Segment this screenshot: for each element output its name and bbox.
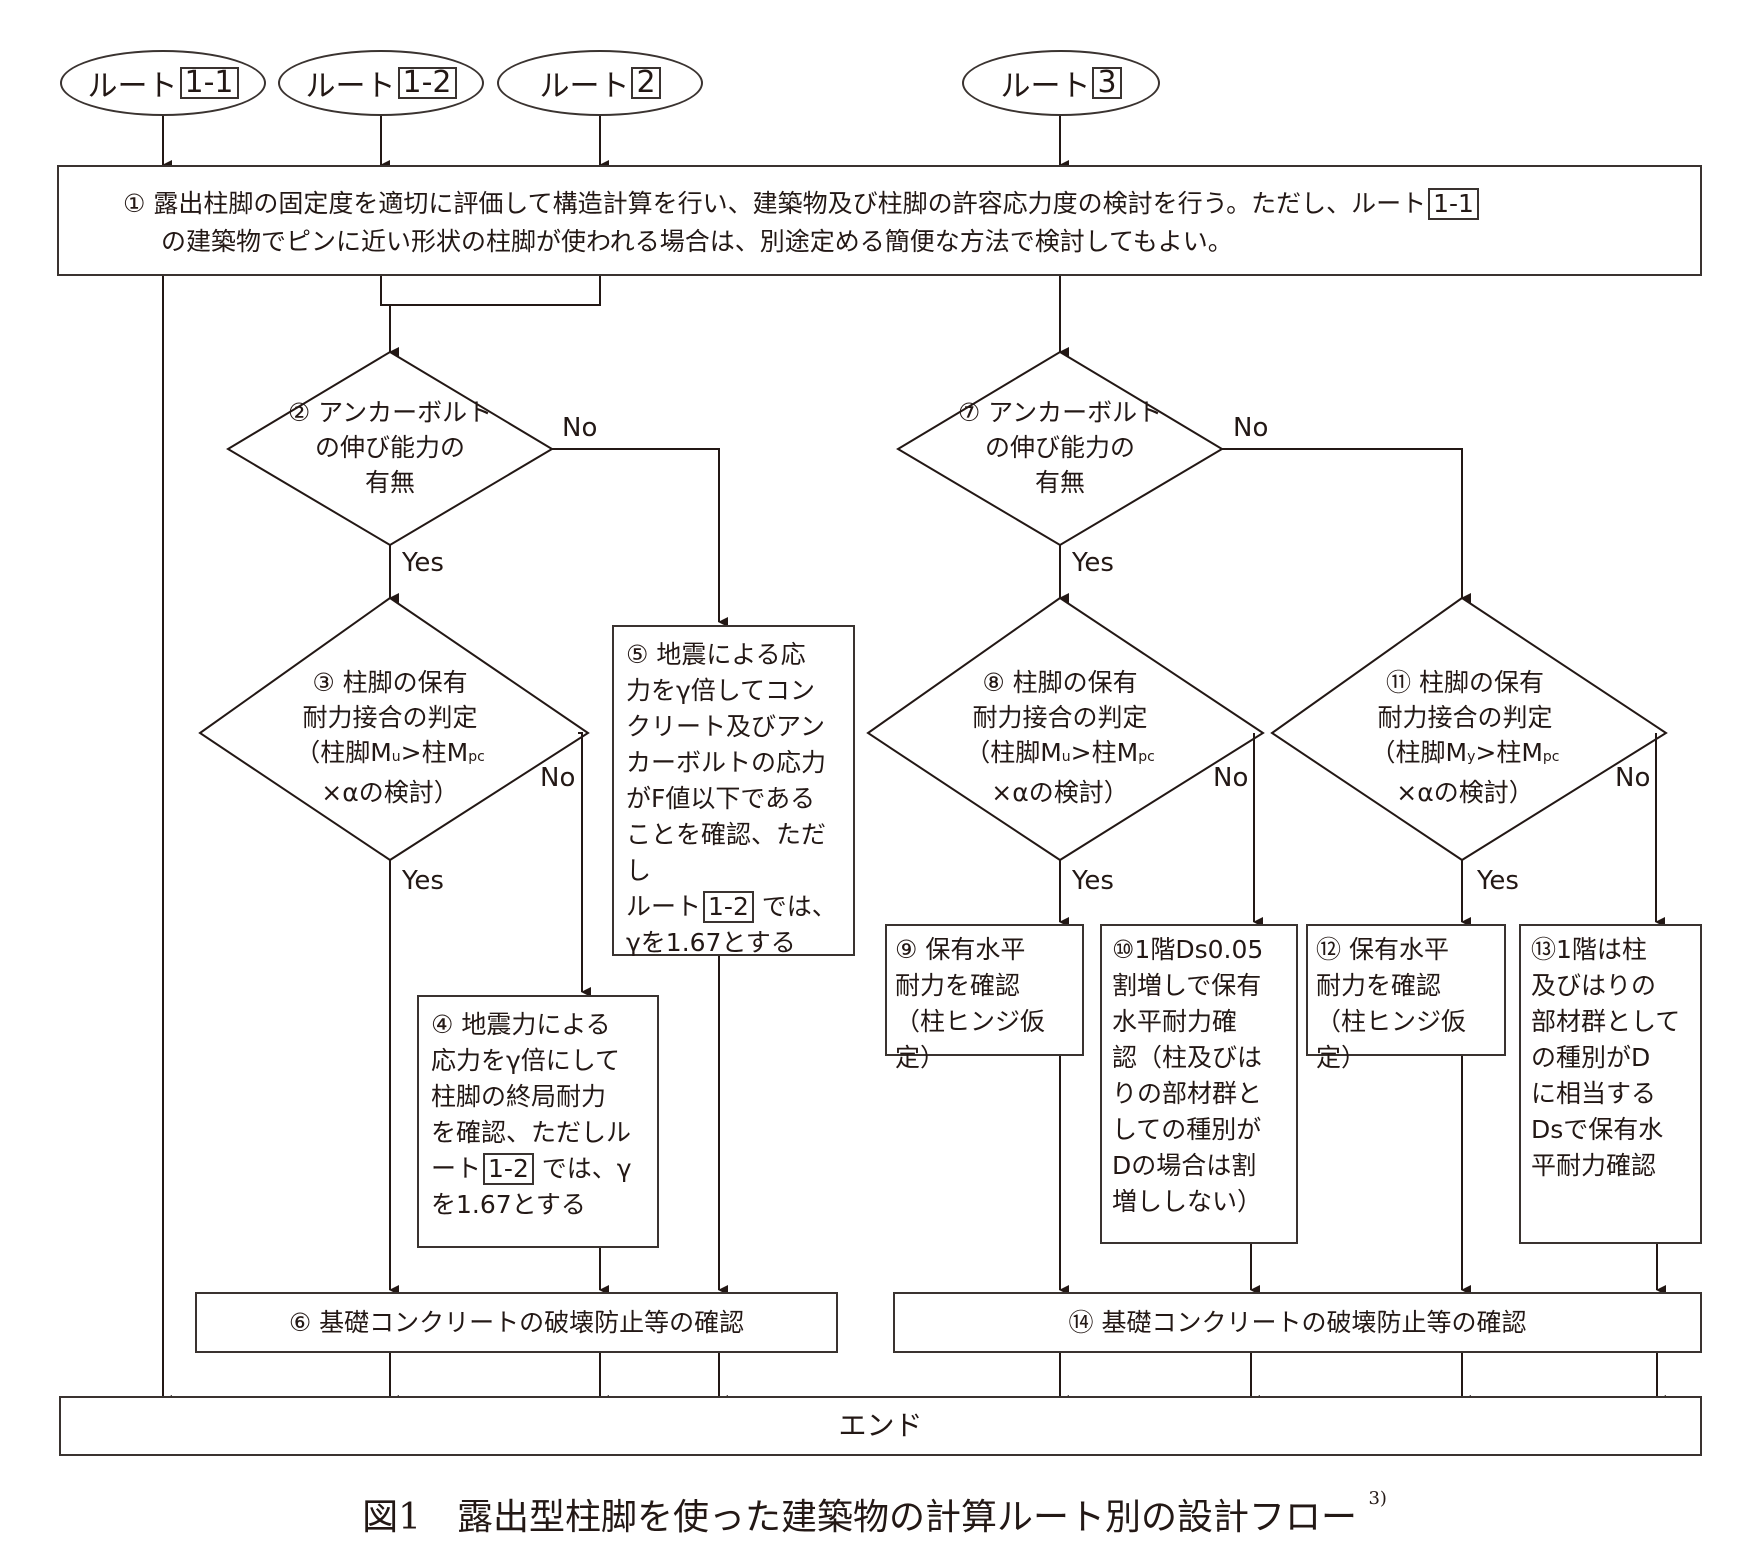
no-label: No <box>1213 763 1249 793</box>
caption-reference: 3) <box>1368 1488 1387 1509</box>
step1-box: ① 露出柱脚の固定度を適切に評価して構造計算を行い、建築物及び柱脚の許容応力度の… <box>57 165 1702 276</box>
yes-label: Yes <box>1072 548 1114 578</box>
no-label: No <box>1615 763 1651 793</box>
connector-step1-step2 <box>380 275 601 306</box>
figure-caption: 図1 露出型柱脚を使った建築物の計算ルート別の設計フロー 3) <box>362 1488 1387 1538</box>
yes-label: Yes <box>1477 866 1519 896</box>
step8-text: ⑧ 柱脚の保有耐力接合の判定 （柱脚Mu>柱Mpc ×αの検討） <box>965 668 1155 807</box>
step3-text: ③ 柱脚の保有耐力接合の判定 （柱脚Mu>柱Mpc ×αの検討） <box>295 668 485 807</box>
route-code: 1-2 <box>397 67 457 99</box>
no-label: No <box>562 413 598 443</box>
step9-box: ⑨ 保有水平耐力を確認（柱ヒンジ仮定） <box>885 924 1084 1072</box>
yes-label: Yes <box>1072 866 1114 896</box>
yes-label: Yes <box>402 548 444 578</box>
step14-box: ⑭ 基礎コンクリートの破壊防止等の確認 <box>893 1292 1702 1353</box>
no-label: No <box>1233 413 1269 443</box>
step11-text: ⑪ 柱脚の保有耐力接合の判定 （柱脚My>柱Mpc ×αの検討） <box>1370 668 1560 807</box>
step6-box: ⑥ 基礎コンクリートの破壊防止等の確認 <box>195 1292 838 1353</box>
yes-label: Yes <box>402 866 444 896</box>
step2-text: ② アンカーボルトの伸び能力の有無 <box>287 398 493 497</box>
no-label: No <box>540 763 576 793</box>
step5-box: ⑤ 地震による応力をγ倍してコンクリート及びアン カーボルトの応力がF値以下であ… <box>612 625 855 957</box>
route-code: 3 <box>1092 67 1122 99</box>
end-box: エンド <box>59 1396 1702 1456</box>
route-code: 1-1 <box>179 67 239 99</box>
step7-text: ⑦ アンカーボルトの伸び能力の有無 <box>957 398 1163 497</box>
step12-box: ⑫ 保有水平耐力を確認（柱ヒンジ仮定） <box>1306 924 1506 1072</box>
route-code: 2 <box>631 67 661 99</box>
